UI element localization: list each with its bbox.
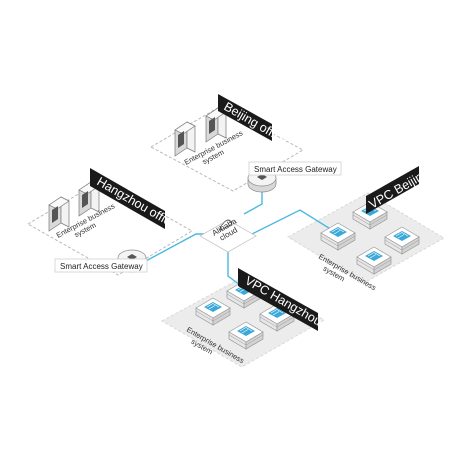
alibaba-cloud-hub: Alibaba cloud	[199, 216, 257, 253]
vpc-beijing-label: VPC Beijing	[367, 166, 432, 211]
hangzhou-gateway-label: Smart Access Gateway	[54, 258, 148, 273]
beijing-gateway-label: Smart Access Gateway	[248, 161, 342, 176]
cloud-icon	[219, 219, 233, 231]
beijing-office-zone	[149, 105, 305, 192]
vpc-beijing-tag: VPC Beijing	[366, 166, 431, 214]
hangzhou-gateway-label-text: Smart Access Gateway	[60, 262, 143, 271]
beijing-gateway-label-text: Smart Access Gateway	[254, 165, 337, 174]
vpc-beijing-zone	[287, 192, 446, 284]
link-cloud-vpc-beijing	[251, 209, 333, 235]
